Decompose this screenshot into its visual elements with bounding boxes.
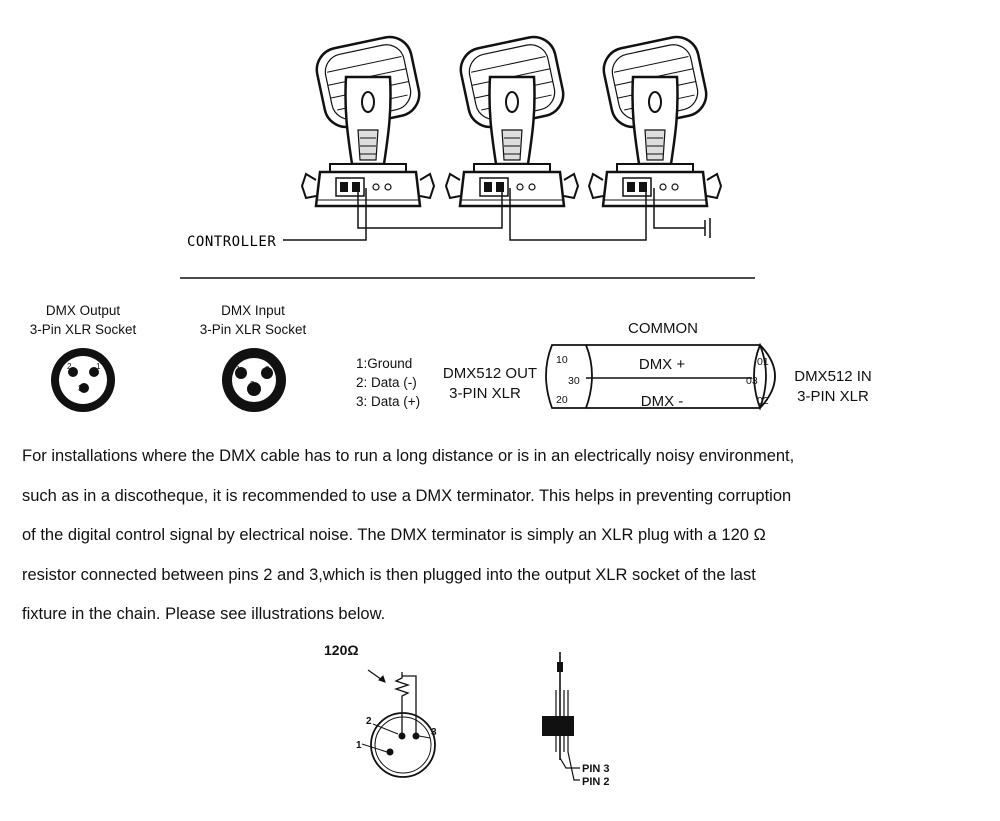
svg-text:1: 1 [236, 365, 241, 374]
term-pin-2-label: 2 [366, 716, 372, 727]
pin-legend-data-minus: 2: Data (-) [356, 375, 417, 390]
input-socket-subtitle: 3-Pin XLR Socket [200, 322, 307, 337]
dmx-plus-label: DMX + [639, 356, 686, 373]
pin-legend-ground: 1:Ground [356, 356, 412, 371]
right-pin-2: 02 [757, 395, 769, 407]
left-pin-1: 10 [556, 354, 568, 366]
fixture-2 [444, 31, 580, 208]
svg-text:3: 3 [250, 380, 255, 389]
dmx-cable-diagram [545, 342, 776, 411]
right-pin-1: 01 [757, 356, 769, 368]
svg-text:3: 3 [78, 384, 83, 393]
paragraph-line: For installations where the DMX cable ha… [22, 447, 795, 465]
dmx-in-type: 3-PIN XLR [797, 388, 869, 405]
paragraph-line: fixture in the chain. Please see illustr… [22, 605, 386, 623]
fixture-1 [300, 31, 436, 208]
terminator-plug-icon [361, 669, 436, 778]
left-pin-3: 30 [568, 375, 580, 387]
dmx-minus-label: DMX - [641, 393, 684, 410]
svg-text:2: 2 [67, 362, 72, 371]
paragraph-line: such as in a discotheque, it is recommen… [22, 486, 792, 505]
xlr-input-socket-icon: 1 2 3 [222, 348, 286, 412]
dmx-out-type: 3-PIN XLR [449, 385, 521, 402]
svg-text:1: 1 [96, 362, 101, 371]
paragraph-line: of the digital control signal by electri… [22, 526, 766, 544]
output-socket-subtitle: 3-Pin XLR Socket [30, 322, 137, 337]
term-pin-1-label: 1 [356, 740, 362, 751]
svg-text:2: 2 [265, 365, 270, 374]
resistor-label: 120Ω [324, 642, 359, 658]
dmx-in-label: DMX512 IN [794, 368, 872, 385]
output-socket-title: DMX Output [46, 303, 121, 318]
controller-label: CONTROLLER [187, 234, 276, 250]
fixture-3 [587, 31, 723, 208]
dmx-out-label: DMX512 OUT [443, 365, 537, 382]
paragraph-line: resistor connected between pins 2 and 3,… [22, 565, 756, 584]
terminator-side-view-icon [542, 652, 580, 781]
right-pin-3: 03 [746, 375, 758, 387]
side-pin-2-label: PIN 2 [582, 776, 610, 788]
dmx-chain-wiring [283, 188, 711, 241]
xlr-output-socket-icon: 2 1 3 [51, 348, 115, 412]
terminator-description: For installations where the DMX cable ha… [22, 437, 982, 635]
input-socket-title: DMX Input [221, 303, 285, 318]
common-label: COMMON [628, 320, 698, 337]
term-pin-3-label: 3 [431, 727, 437, 738]
left-pin-2: 20 [556, 394, 568, 406]
side-pin-3-label: PIN 3 [582, 763, 610, 775]
pin-legend-data-plus: 3: Data (+) [356, 394, 420, 409]
